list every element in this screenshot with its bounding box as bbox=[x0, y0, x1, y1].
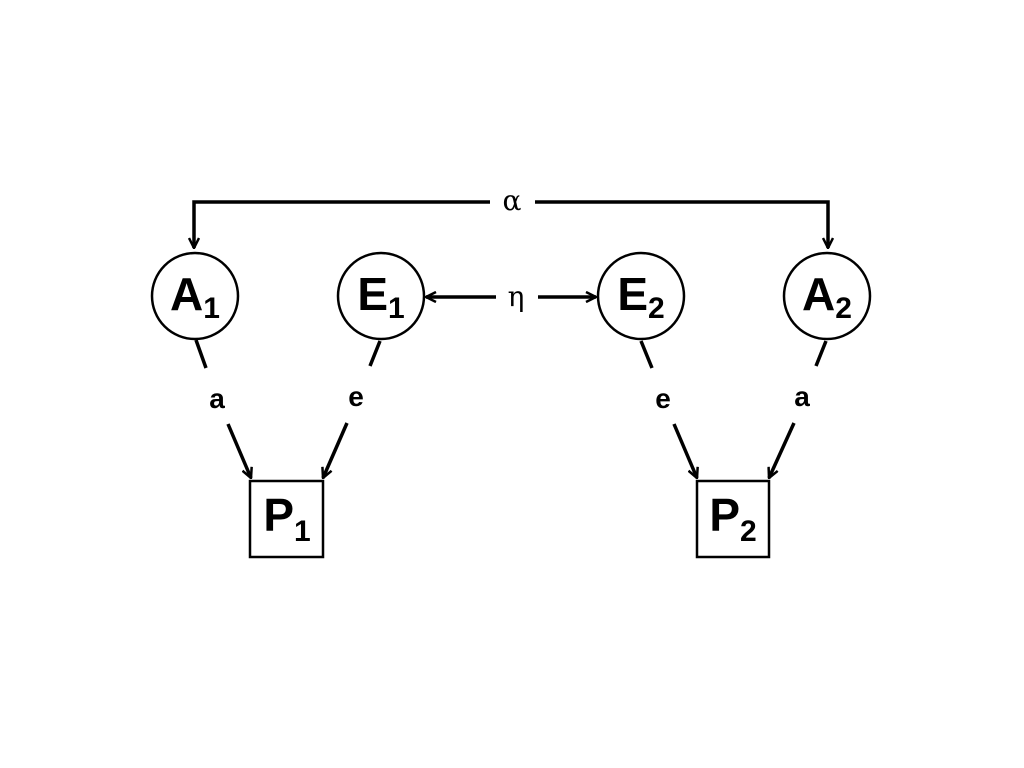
node-P2-letter: P bbox=[709, 489, 740, 541]
edge-E2-P2-label: e bbox=[655, 383, 671, 414]
node-E2-subscript: 2 bbox=[648, 292, 665, 325]
alpha-label: α bbox=[503, 184, 522, 217]
node-P1-subscript: 1 bbox=[294, 515, 311, 548]
edge-E1-P1: e bbox=[323, 340, 382, 478]
node-E1-subscript: 1 bbox=[388, 292, 405, 325]
node-P2: P2 bbox=[695, 479, 771, 559]
svg-text:E2: E2 bbox=[617, 268, 664, 325]
svg-text:A2: A2 bbox=[802, 268, 852, 325]
node-E2-letter: E bbox=[617, 268, 648, 320]
correlation-eta: η bbox=[426, 280, 596, 313]
edge-A1-P1-label: a bbox=[209, 383, 225, 414]
node-A2: A2 bbox=[782, 251, 872, 341]
node-P2-subscript: 2 bbox=[740, 515, 757, 548]
svg-text:E1: E1 bbox=[357, 268, 404, 325]
node-P1-letter: P bbox=[263, 489, 294, 541]
correlation-alpha: α bbox=[194, 184, 828, 248]
node-A2-letter: A bbox=[802, 268, 835, 320]
node-E1-letter: E bbox=[357, 268, 388, 320]
svg-text:A1: A1 bbox=[170, 268, 220, 325]
svg-text:P2: P2 bbox=[709, 489, 756, 548]
edge-A1-P1: a bbox=[194, 339, 251, 478]
node-P1: P1 bbox=[248, 479, 325, 559]
edge-E2-P2: e bbox=[639, 340, 697, 478]
node-A1: A1 bbox=[150, 251, 240, 341]
node-E2: E2 bbox=[596, 251, 686, 341]
node-A1-letter: A bbox=[170, 268, 203, 320]
edge-A2-P2-label: a bbox=[794, 381, 810, 412]
edge-A2-P2: a bbox=[769, 340, 828, 478]
svg-text:P1: P1 bbox=[263, 489, 310, 548]
eta-label: η bbox=[508, 280, 525, 313]
node-E1: E1 bbox=[336, 251, 426, 341]
node-A2-subscript: 2 bbox=[835, 292, 852, 325]
edge-E1-P1-label: e bbox=[348, 381, 364, 412]
node-A1-subscript: 1 bbox=[203, 292, 220, 325]
